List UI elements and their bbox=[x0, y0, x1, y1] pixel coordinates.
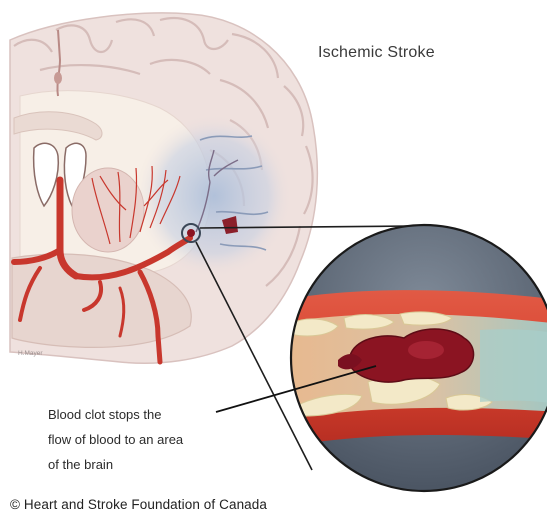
artist-credit: H.Mayer bbox=[18, 350, 43, 357]
basal-ganglia bbox=[72, 168, 144, 252]
caption-line-1: Blood clot stops the bbox=[48, 402, 248, 427]
copyright-notice: © Heart and Stroke Foundation of Canada bbox=[10, 497, 267, 512]
midline-structure bbox=[54, 72, 62, 84]
clot-caption: Blood clot stops the flow of blood to an… bbox=[48, 402, 248, 477]
caption-line-2: flow of blood to an area bbox=[48, 427, 248, 452]
clot-in-brain bbox=[187, 229, 195, 237]
caption-line-3: of the brain bbox=[48, 452, 248, 477]
downstream-lumen bbox=[480, 329, 547, 404]
clot-highlight bbox=[408, 341, 444, 359]
diagram-title: Ischemic Stroke bbox=[318, 44, 435, 62]
zoomed-artery-view bbox=[280, 225, 547, 491]
